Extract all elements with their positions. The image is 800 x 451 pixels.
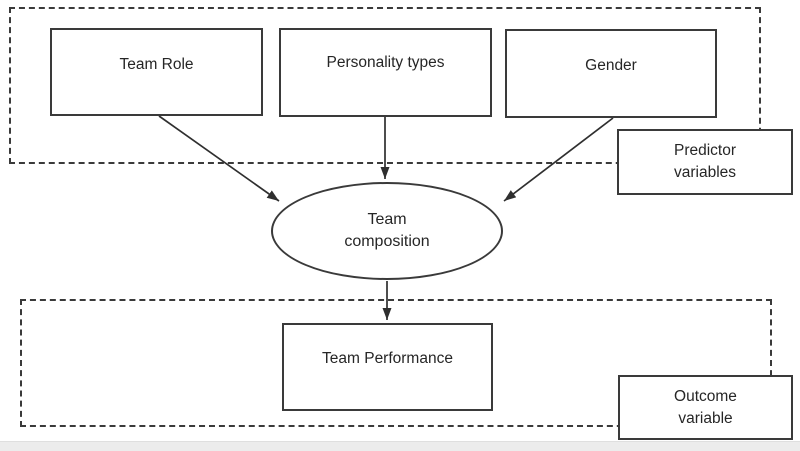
node-gender: Gender — [505, 29, 717, 118]
predictor-tag-line2: variables — [673, 164, 737, 181]
outcome-tag-line1: Outcome — [674, 387, 737, 405]
gender-label: Gender — [585, 57, 637, 74]
node-team-role: Team Role — [50, 28, 263, 116]
node-team-performance: Team Performance — [282, 323, 493, 411]
team-performance-label: Team Performance — [322, 350, 453, 367]
team-role-label: Team Role — [119, 56, 194, 73]
predictor-variables-tag: Predictor variables — [617, 129, 793, 195]
outcome-tag-line2: variable — [678, 409, 733, 427]
team-composition-line2: composition — [344, 233, 430, 250]
outcome-variable-tag: Outcome variable — [618, 375, 793, 440]
footer-strip — [0, 441, 800, 451]
team-composition-line1: Team — [367, 211, 407, 228]
outcome-variable-region — [20, 299, 772, 427]
personality-types-label: Personality types — [326, 54, 445, 71]
node-team-composition: Team composition — [271, 182, 503, 280]
predictor-tag-line1: Predictor — [673, 142, 737, 159]
node-personality-types: Personality types — [279, 28, 492, 117]
